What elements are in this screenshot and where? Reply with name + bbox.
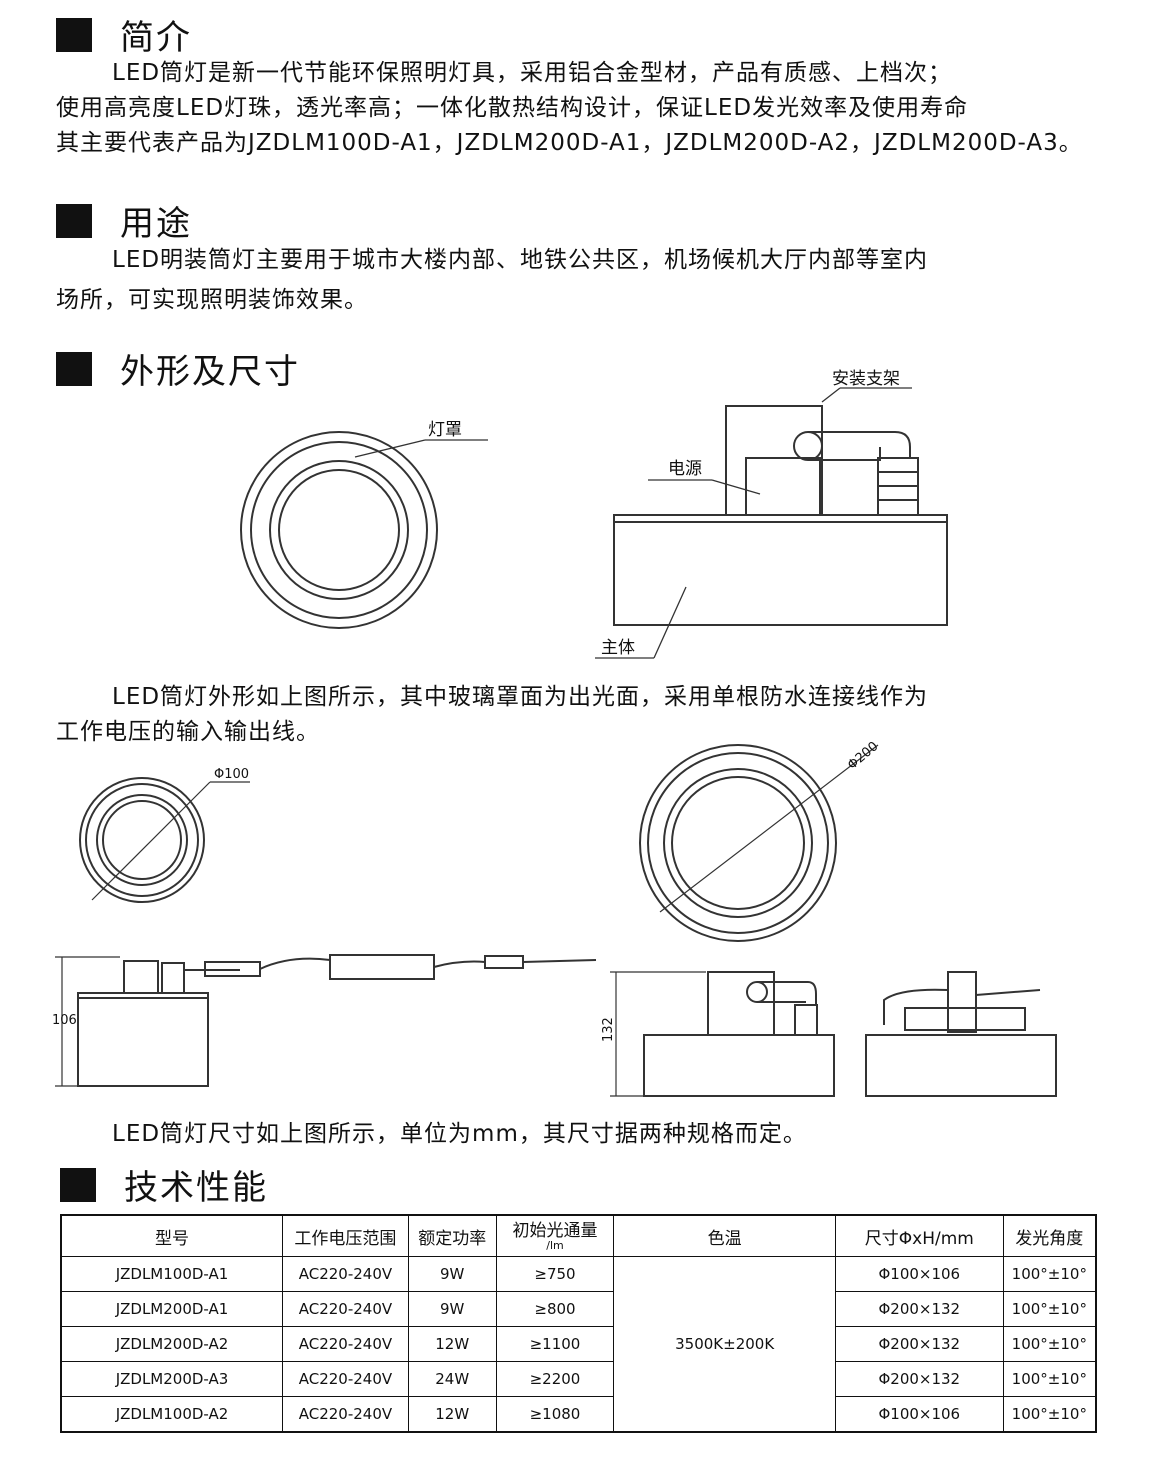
section-tech-heading: 技术性能 xyxy=(60,1160,268,1209)
shape-desc-line-2: 工作电压的输入输出线。 xyxy=(56,719,320,745)
cell-flux: ≥800 xyxy=(495,1291,615,1327)
header-model: 型号 xyxy=(60,1214,284,1257)
section-shape-heading: 外形及尺寸 xyxy=(56,344,300,393)
dim-h106: 106 xyxy=(52,1013,77,1028)
cell-angle: 100°±10° xyxy=(1002,1326,1097,1362)
label-lampshade: 灯罩 xyxy=(428,420,462,440)
cell-flux: ≥1100 xyxy=(495,1326,615,1362)
cell-power: 12W xyxy=(407,1396,497,1433)
cell-angle: 100°±10° xyxy=(1002,1396,1097,1433)
header-cct: 色温 xyxy=(613,1214,836,1257)
intro-paragraph: LED筒灯是新一代节能环保照明灯具，采用铝合金型材，产品有质感、上档次； 使用高… xyxy=(56,56,1083,161)
dim-h132: 132 xyxy=(601,1017,616,1042)
cell-voltage: AC220-240V xyxy=(282,1396,409,1433)
cell-voltage: AC220-240V xyxy=(282,1326,409,1362)
cell-size: Φ200×132 xyxy=(834,1326,1004,1362)
label-bracket: 安装支架 xyxy=(832,369,900,389)
cell-angle: 100°±10° xyxy=(1002,1291,1097,1327)
cell-voltage: AC220-240V xyxy=(282,1256,409,1292)
table-row: JZDLM100D-A1 AC220-240V 9W ≥750 3500K±20… xyxy=(60,1256,1097,1433)
intro-line-2: 使用高亮度LED灯珠，透光率高；一体化散热结构设计，保证LED发光效率及使用寿命 xyxy=(56,95,969,121)
cell-model: JZDLM200D-A3 xyxy=(60,1361,284,1397)
cell-angle: 100°±10° xyxy=(1002,1256,1097,1292)
cell-angle: 100°±10° xyxy=(1002,1361,1097,1397)
section-usage-heading: 用途 xyxy=(56,196,192,245)
spec-table: 型号 工作电压范围 额定功率 初始光通量 /lm 色温 尺寸ΦxH/mm 发光角… xyxy=(60,1214,1097,1433)
square-bullet-icon xyxy=(60,1167,96,1202)
dim-note-text: LED筒灯尺寸如上图所示，单位为mm，其尺寸据两种规格而定。 xyxy=(112,1121,807,1147)
phi100-top-drawing xyxy=(79,777,205,903)
table-row: JZDLM200D-A1 AC220-240V 9W ≥800 Φ200×132… xyxy=(60,1291,1097,1327)
usage-paragraph: LED明装筒灯主要用于城市大楼内部、地铁公共区，机场候机大厅内部等室内 场所，可… xyxy=(56,240,928,320)
table-row: JZDLM200D-A3 AC220-240V 24W ≥2200 Φ200×1… xyxy=(60,1361,1097,1397)
header-power: 额定功率 xyxy=(407,1214,497,1257)
cell-model: JZDLM200D-A2 xyxy=(60,1326,284,1362)
cell-size: Φ100×106 xyxy=(834,1396,1004,1433)
side-view-drawing xyxy=(613,405,948,626)
shape-description: LED筒灯外形如上图所示，其中玻璃罩面为出光面，采用单根防水连接线作为 工作电压… xyxy=(56,680,928,750)
dimension-note: LED筒灯尺寸如上图所示，单位为mm，其尺寸据两种规格而定。 xyxy=(56,1117,807,1152)
header-flux-unit: /lm xyxy=(546,1238,564,1252)
section-title: 简介 xyxy=(120,18,192,58)
cell-flux: ≥2200 xyxy=(495,1361,615,1397)
usage-line-1: LED明装筒灯主要用于城市大楼内部、地铁公共区，机场候机大厅内部等室内 xyxy=(112,247,929,273)
cell-flux: ≥750 xyxy=(495,1256,615,1292)
header-flux: 初始光通量 /lm xyxy=(495,1214,615,1257)
label-body: 主体 xyxy=(601,638,635,658)
square-bullet-icon xyxy=(56,17,92,52)
table-row: JZDLM200D-A2 AC220-240V 12W ≥1100 Φ200×1… xyxy=(60,1326,1097,1362)
section-intro-heading: 简介 xyxy=(56,10,192,59)
square-bullet-icon xyxy=(56,351,92,386)
cell-power: 12W xyxy=(407,1326,497,1362)
cell-model: JZDLM200D-A1 xyxy=(60,1291,284,1327)
intro-line-1: LED筒灯是新一代节能环保照明灯具，采用铝合金型材，产品有质感、上档次； xyxy=(112,60,953,86)
cell-power: 24W xyxy=(407,1361,497,1397)
header-voltage: 工作电压范围 xyxy=(282,1214,409,1257)
cell-cct: 3500K±200K xyxy=(613,1256,836,1433)
cell-size: Φ100×106 xyxy=(834,1256,1004,1292)
cell-size: Φ200×132 xyxy=(834,1361,1004,1397)
label-power: 电源 xyxy=(668,459,702,479)
cell-voltage: AC220-240V xyxy=(282,1291,409,1327)
cell-size: Φ200×132 xyxy=(834,1291,1004,1327)
table-header-row: 型号 工作电压范围 额定功率 初始光通量 /lm 色温 尺寸ΦxH/mm 发光角… xyxy=(60,1214,1097,1257)
section-title: 外形及尺寸 xyxy=(120,352,300,392)
header-flux-main: 初始光通量 xyxy=(512,1220,598,1241)
table-row: JZDLM100D-A2 AC220-240V 12W ≥1080 Φ100×1… xyxy=(60,1396,1097,1433)
cell-model: JZDLM100D-A2 xyxy=(60,1396,284,1433)
dim-phi100: Φ100 xyxy=(214,767,249,782)
intro-line-3: 其主要代表产品为JZDLM100D-A1，JZDLM200D-A1，JZDLM2… xyxy=(56,130,1083,156)
square-bullet-icon xyxy=(56,203,92,238)
header-angle: 发光角度 xyxy=(1002,1214,1097,1257)
cell-power: 9W xyxy=(407,1256,497,1292)
phi200-side-drawing xyxy=(643,971,1057,1097)
cell-power: 9W xyxy=(407,1291,497,1327)
header-size: 尺寸ΦxH/mm xyxy=(834,1214,1004,1257)
cell-flux: ≥1080 xyxy=(495,1396,615,1433)
cell-voltage: AC220-240V xyxy=(282,1361,409,1397)
front-view-drawing xyxy=(240,431,438,629)
shape-desc-line-1: LED筒灯外形如上图所示，其中玻璃罩面为出光面，采用单根防水连接线作为 xyxy=(112,684,929,710)
phi100-side-drawing xyxy=(77,954,597,1087)
cell-model: JZDLM100D-A1 xyxy=(60,1256,284,1292)
section-title: 用途 xyxy=(120,204,192,244)
phi200-top-drawing xyxy=(639,744,837,942)
usage-line-2: 场所，可实现照明装饰效果。 xyxy=(56,287,368,313)
section-title: 技术性能 xyxy=(124,1168,268,1208)
